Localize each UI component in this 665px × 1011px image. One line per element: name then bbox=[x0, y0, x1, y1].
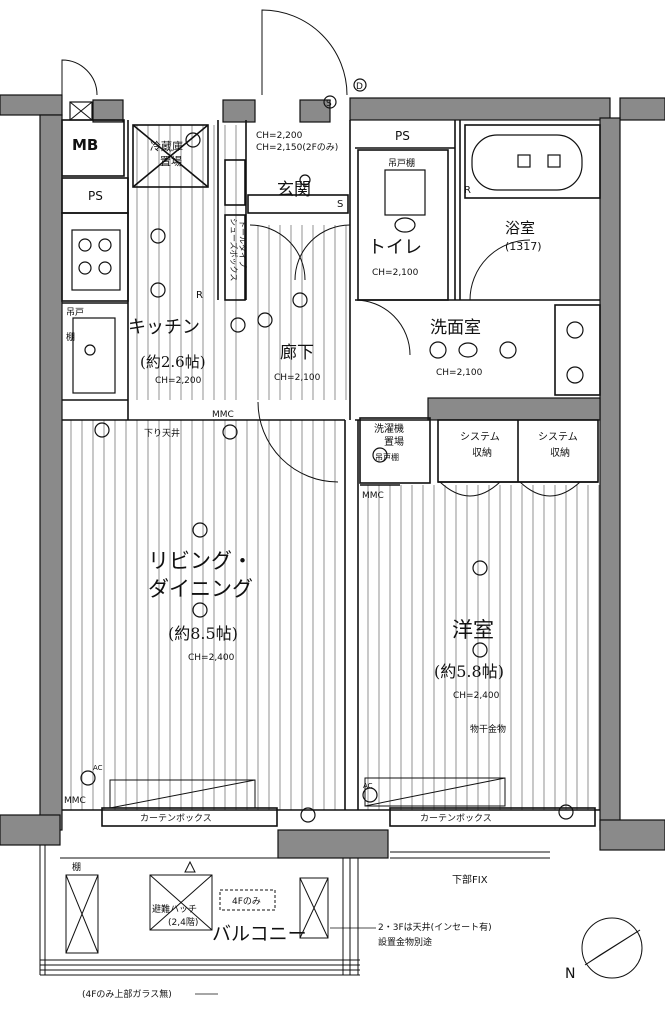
toilet-ch: CH=2,100 bbox=[372, 268, 419, 278]
entrance-ch-2: CH=2,150(2Fのみ) bbox=[256, 142, 338, 153]
living-size: (約8.5帖) bbox=[168, 624, 238, 643]
hall-ch: CH=2,100 bbox=[274, 373, 321, 383]
hall-label: 廊下 bbox=[280, 343, 314, 363]
s-mark-1: S bbox=[326, 99, 332, 109]
western-label: 洋室 bbox=[452, 618, 494, 642]
mmc-label-1: MMC bbox=[212, 410, 234, 420]
system-storage-2-sub: 収納 bbox=[550, 446, 570, 459]
washer-sub: 吊戸棚 bbox=[375, 452, 399, 462]
hatch-label-1: 避難ハッチ bbox=[152, 903, 197, 915]
r-mark-1: R bbox=[196, 290, 203, 301]
fridge-label-2: 置場 bbox=[160, 155, 182, 168]
living-label-2: ダイニング bbox=[148, 577, 253, 601]
ps-right-label: PS bbox=[395, 129, 410, 143]
bath-size: (1317) bbox=[505, 240, 542, 253]
bath-label: 浴室 bbox=[505, 219, 535, 237]
entrance-ch-1: CH=2,200 bbox=[256, 131, 303, 141]
mb-box bbox=[69, 101, 93, 121]
shoebox-label: シューズボックス bbox=[229, 218, 239, 281]
hanging-shelf-1: 吊戸 bbox=[66, 307, 84, 318]
cabinet-label: 吊戸棚 bbox=[388, 157, 415, 169]
kitchen-label: キッチン bbox=[128, 317, 200, 338]
toilet-label: トイレ bbox=[368, 237, 422, 258]
glass-note: (4Fのみ上部ガラス無) bbox=[82, 988, 172, 1000]
lower-fix-label: 下部FIX bbox=[452, 873, 488, 886]
system-storage-1-sub: 収納 bbox=[472, 446, 492, 459]
curtain-box-right: カーテンボックス bbox=[420, 813, 492, 824]
balcony-area bbox=[39, 845, 550, 976]
kitchen-size: (約2.6帖) bbox=[140, 353, 206, 371]
doors bbox=[61, 9, 581, 809]
mmc-label-2: MMC bbox=[362, 491, 384, 501]
balcony-note-1: 2・3Fは天井(インセート有) bbox=[378, 921, 492, 933]
entrance-label: 玄関 bbox=[277, 180, 311, 200]
washroom-ch: CH=2,100 bbox=[436, 368, 483, 378]
washer-label-2: 置場 bbox=[384, 435, 404, 448]
ac-label-2: AC bbox=[363, 782, 373, 790]
western-size: (約5.8帖) bbox=[434, 662, 504, 681]
washroom-label: 洗面室 bbox=[430, 318, 481, 338]
dropped-ceiling-label: 下り天井 bbox=[144, 427, 180, 439]
balcony-note-2: 設置金物別途 bbox=[378, 936, 432, 948]
fridge-label-1: 冷蔵庫 bbox=[150, 139, 183, 153]
ac-label-1: AC bbox=[93, 764, 103, 772]
hatch-label-2: (2,4階) bbox=[168, 917, 198, 928]
drying-hardware-label: 物干金物 bbox=[470, 723, 506, 735]
compass-label: N bbox=[565, 966, 575, 982]
hanging-shelf-2: 棚 bbox=[66, 331, 75, 343]
compass-icon bbox=[581, 917, 643, 979]
ps-left-label: PS bbox=[88, 189, 103, 203]
floor-finish bbox=[62, 125, 603, 810]
shelf-label: 棚 bbox=[72, 861, 81, 873]
r-mark-2: R bbox=[464, 185, 471, 196]
balcony-label: バルコニー bbox=[212, 923, 307, 945]
living-label-1: リビング・ bbox=[148, 549, 253, 573]
tall-storage-label: トールタイプ bbox=[238, 220, 247, 268]
mb-label: MB bbox=[72, 136, 98, 154]
partitions bbox=[61, 119, 601, 827]
walls bbox=[0, 94, 665, 859]
fixtures bbox=[71, 78, 584, 823]
system-storage-2-label: システム bbox=[538, 431, 578, 443]
d-mark: D bbox=[356, 82, 363, 92]
system-storage-1-label: システム bbox=[460, 431, 500, 443]
kitchen-ch: CH=2,200 bbox=[155, 376, 202, 386]
living-ch: CH=2,400 bbox=[188, 653, 235, 663]
mmc-label-3: MMC bbox=[64, 796, 86, 806]
curtain-box-left: カーテンボックス bbox=[140, 813, 212, 824]
washer-label-1: 洗濯機 bbox=[374, 422, 404, 435]
s-mark-2: S bbox=[337, 199, 343, 210]
floor4-only-label: 4Fのみ bbox=[232, 896, 261, 907]
western-ch: CH=2,400 bbox=[453, 691, 500, 701]
